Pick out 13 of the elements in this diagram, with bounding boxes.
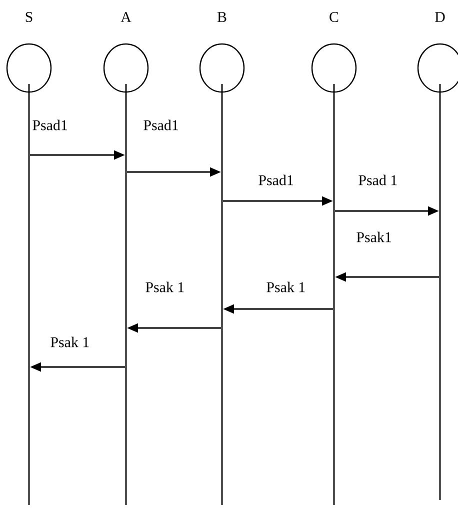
participant-label: A [120, 12, 132, 22]
participant-label: D [435, 12, 445, 22]
edge-label: Psad1 [257, 174, 295, 186]
participant-label: C [330, 12, 338, 22]
edge-label: Psad1 [31, 118, 69, 132]
edge-label: Psak 1 [144, 280, 186, 294]
participant-label: S [26, 12, 32, 22]
edge-label: Psad1 [142, 118, 180, 132]
edge-label: Psad 1 [357, 174, 399, 186]
participant-label: B [217, 12, 226, 22]
edge-label: Psak1 [355, 230, 393, 244]
edge-label: Psak 1 [49, 336, 91, 348]
edge-label: Psak 1 [265, 280, 307, 294]
